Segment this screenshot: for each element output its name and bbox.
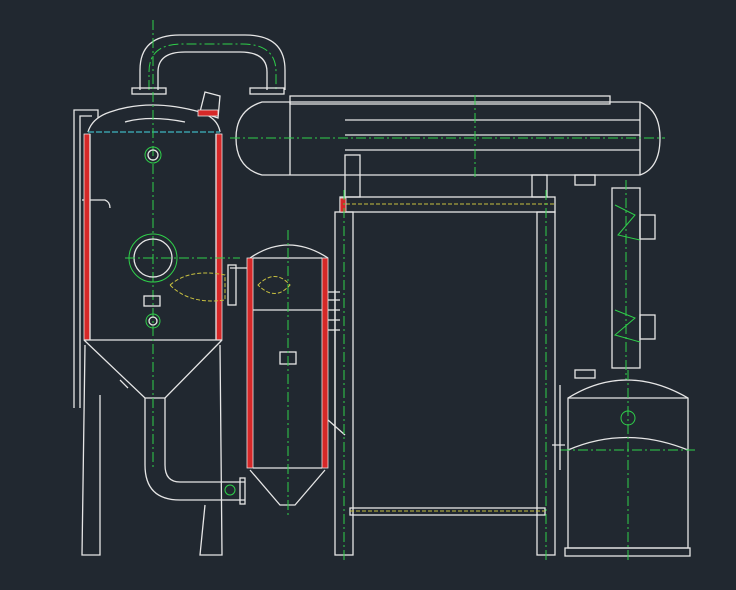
separator-vessel [227,230,346,515]
evaporator-vessel [81,20,246,556]
vapour-pipe [131,34,286,95]
receiver-tank [552,369,695,560]
condenser [230,95,665,198]
support-frame [334,190,556,560]
vertical-column [611,180,656,380]
side-pipe [73,109,111,408]
